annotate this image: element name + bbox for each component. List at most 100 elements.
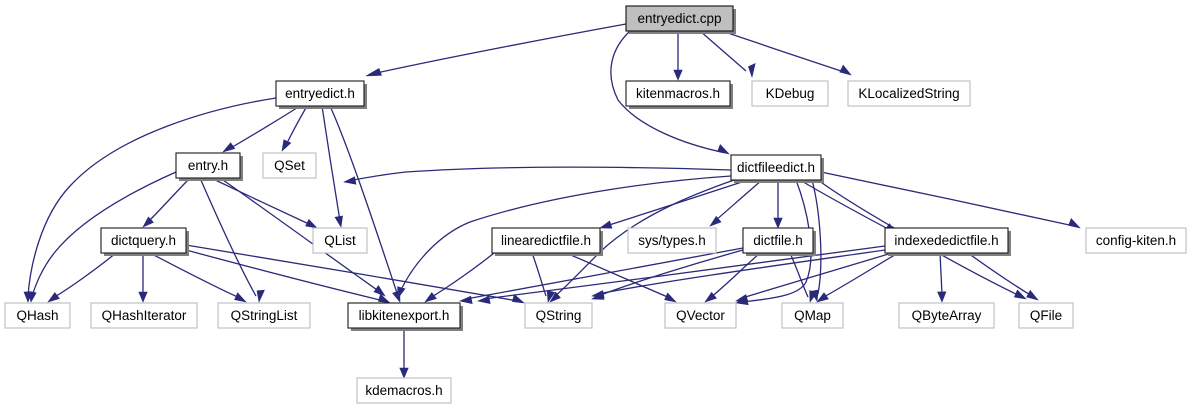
arrowhead-icon xyxy=(1026,289,1039,301)
node-box[interactable] xyxy=(217,302,311,329)
edge-line xyxy=(709,252,761,299)
edge-entry_h-to-qhash xyxy=(27,171,177,303)
arrowhead-icon xyxy=(142,216,154,228)
edge-linearedictfile_h-to-qvector xyxy=(565,252,677,303)
node-dictfileedict_h[interactable]: dictfileedict.h xyxy=(730,154,824,183)
node-box[interactable] xyxy=(847,80,971,107)
node-qmap[interactable]: QMap xyxy=(781,302,844,329)
node-label: QList xyxy=(324,233,356,248)
node-box[interactable] xyxy=(262,152,317,179)
node-label: entry.h xyxy=(188,158,228,173)
node-qhash[interactable]: QHash xyxy=(4,302,71,329)
arrowhead-icon xyxy=(281,139,292,152)
node-label: entryedict.cpp xyxy=(637,11,721,26)
node-qlist[interactable]: QList xyxy=(312,227,368,254)
node-libkitenexport_h[interactable]: libkitenexport.h xyxy=(347,302,463,331)
node-kitenmacros_h[interactable]: kitenmacros.h xyxy=(625,80,733,109)
arrowhead-icon xyxy=(809,290,818,303)
node-box[interactable] xyxy=(312,227,368,254)
node-box[interactable] xyxy=(100,227,187,254)
node-qstring[interactable]: QString xyxy=(524,302,593,329)
edge-line xyxy=(52,252,117,299)
node-box[interactable] xyxy=(884,227,1009,254)
node-qbytearray[interactable]: QByteArray xyxy=(898,302,995,329)
edge-entry_h-to-qstringlist xyxy=(199,177,265,303)
node-label: QFile xyxy=(1030,308,1062,323)
edge-line xyxy=(483,245,886,300)
node-label: dictfile.h xyxy=(753,233,803,248)
node-box[interactable] xyxy=(781,302,844,329)
node-box[interactable] xyxy=(625,80,731,107)
node-box[interactable] xyxy=(90,302,198,329)
arrowhead-icon xyxy=(546,290,556,303)
node-box[interactable] xyxy=(347,302,461,329)
edge-line xyxy=(789,252,809,298)
node-qhashiterator[interactable]: QHashIterator xyxy=(90,302,198,329)
edge-line xyxy=(185,244,519,302)
edge-entry_h-to-qlist xyxy=(210,177,318,229)
node-box[interactable] xyxy=(356,377,452,404)
edge-layer xyxy=(23,23,1081,379)
edge-line xyxy=(149,252,241,299)
edge-dictfileedict_h-to-qstring xyxy=(549,179,735,303)
arrowhead-icon xyxy=(378,293,391,304)
arrowhead-icon xyxy=(343,176,357,185)
edge-dictfileedict_h-to-config_kiten_h xyxy=(820,171,1081,229)
edge-dictquery_h-to-libkitenexport_h xyxy=(185,249,391,304)
node-entryedict_cpp[interactable]: entryedict.cpp xyxy=(625,5,736,34)
edge-dictquery_h-to-qhashiterator xyxy=(138,253,148,303)
node-qset[interactable]: QSet xyxy=(262,152,317,179)
arrowhead-icon xyxy=(477,295,491,304)
node-box[interactable] xyxy=(627,227,717,254)
edge-dictquery_h-to-qstring xyxy=(185,244,525,304)
node-qvector[interactable]: QVector xyxy=(664,302,737,329)
node-label: config-kiten.h xyxy=(1096,233,1176,248)
edge-indexededictfile_h-to-qmap xyxy=(816,252,899,303)
edge-line xyxy=(321,105,341,222)
node-box[interactable] xyxy=(742,227,814,254)
edge-line xyxy=(610,30,727,154)
node-label: QSet xyxy=(274,158,305,173)
node-box[interactable] xyxy=(491,227,601,254)
edge-line xyxy=(185,249,385,302)
node-box[interactable] xyxy=(664,302,737,329)
node-box[interactable] xyxy=(751,80,829,107)
node-box[interactable] xyxy=(625,5,734,32)
node-entryedict_h[interactable]: entryedict.h xyxy=(275,80,367,109)
node-sys_types_h[interactable]: sys/types.h xyxy=(627,227,717,254)
node-box[interactable] xyxy=(898,302,995,329)
node-box[interactable] xyxy=(175,152,241,179)
node-indexededictfile_h[interactable]: indexededictfile.h xyxy=(884,227,1011,256)
edge-entryedict_cpp-to-kitenmacros_h xyxy=(673,31,683,81)
arrowhead-icon xyxy=(591,290,605,299)
node-qfile[interactable]: QFile xyxy=(1018,302,1074,329)
arrowhead-icon xyxy=(773,217,783,229)
node-dictfile_h[interactable]: dictfile.h xyxy=(742,227,816,256)
node-box[interactable] xyxy=(1018,302,1074,329)
edge-libkitenexport_h-to-kdemacros_h xyxy=(399,328,409,379)
edge-dictfileedict_h-to-linearedictfile_h xyxy=(599,179,749,229)
node-box[interactable] xyxy=(730,154,822,181)
node-label: QMap xyxy=(794,308,831,323)
edge-line xyxy=(721,30,845,73)
node-config_kiten_h[interactable]: config-kiten.h xyxy=(1085,227,1187,254)
node-kdebug[interactable]: KDebug xyxy=(751,80,829,107)
edge-entry_h-to-dictquery_h xyxy=(142,177,191,228)
node-linearedictfile_h[interactable]: linearedictfile.h xyxy=(491,227,603,256)
node-box[interactable] xyxy=(1085,227,1187,254)
node-qstringlist[interactable]: QStringList xyxy=(217,302,311,329)
edge-line xyxy=(811,179,822,295)
node-box[interactable] xyxy=(4,302,71,329)
edge-entryedict_h-to-qset xyxy=(281,105,308,152)
node-klocalizedstring[interactable]: KLocalizedString xyxy=(847,80,971,107)
edge-indexededictfile_h-to-qfile xyxy=(967,252,1039,301)
node-box[interactable] xyxy=(524,302,593,329)
node-box[interactable] xyxy=(275,80,365,107)
edge-line xyxy=(27,97,277,297)
edge-linearedictfile_h-to-libkitenexport_h xyxy=(424,252,495,303)
arrowhead-icon xyxy=(816,292,829,303)
node-kdemacros_h[interactable]: kdemacros.h xyxy=(356,377,452,404)
node-entry_h[interactable]: entry.h xyxy=(175,152,243,181)
node-dictquery_h[interactable]: dictquery.h xyxy=(100,227,189,256)
edge-line xyxy=(347,166,732,182)
